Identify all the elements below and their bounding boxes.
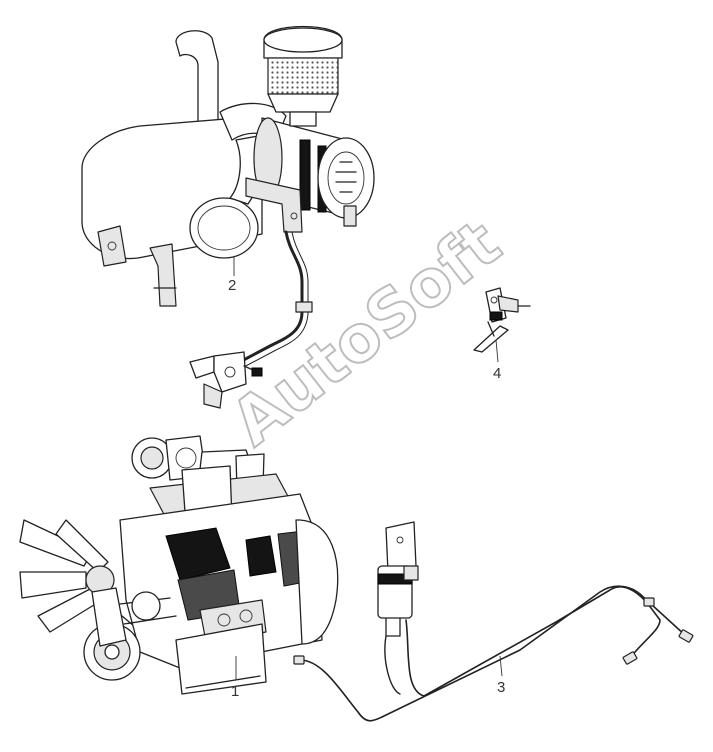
callout-label-exhaust-air-intake: 2 bbox=[228, 277, 236, 294]
intake-hose-assembly bbox=[189, 230, 313, 409]
callout-label-engine: 1 bbox=[231, 683, 239, 700]
watermark-text: AutoSoft bbox=[218, 206, 514, 460]
engine-assembly bbox=[19, 435, 339, 695]
leader-lines bbox=[233, 256, 503, 680]
bracket-valve-assembly bbox=[473, 287, 531, 353]
callout-label-fuel-line: 3 bbox=[497, 679, 505, 696]
fuel-line-assembly bbox=[293, 521, 694, 722]
exhaust-air-intake-assembly bbox=[81, 25, 375, 307]
callout-label-bracket-valve: 4 bbox=[493, 365, 501, 382]
